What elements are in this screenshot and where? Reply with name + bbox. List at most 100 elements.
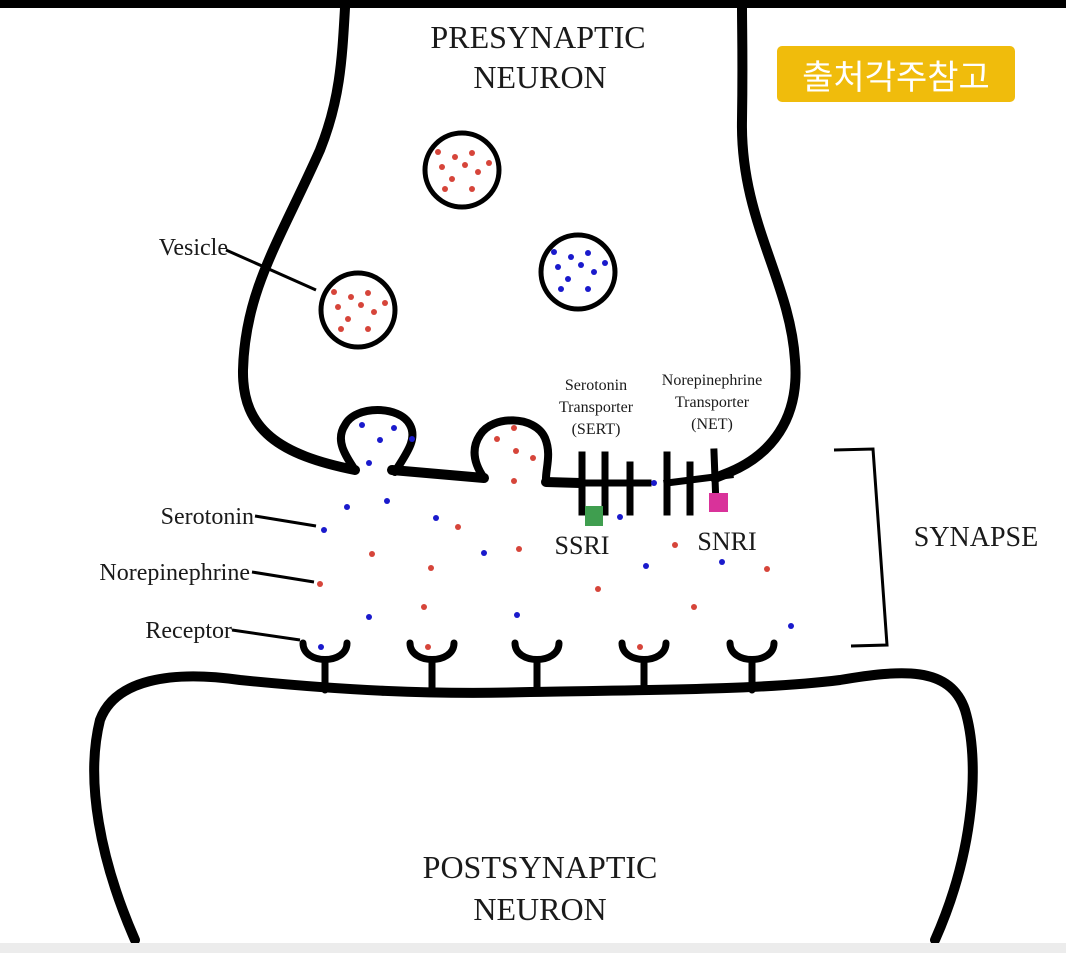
- norepinephrine-molecule: [428, 565, 434, 571]
- serotonin-molecule: [719, 559, 725, 565]
- norepinephrine-molecule: [530, 455, 536, 461]
- serotonin-molecule: [514, 612, 520, 618]
- receptor: [511, 639, 563, 694]
- norepinephrine-molecule: [345, 316, 351, 322]
- serotonin-molecule: [558, 286, 564, 292]
- norepinephrine-molecule: [449, 176, 455, 182]
- serotonin-molecule: [555, 264, 561, 270]
- vesicle-left: [318, 270, 398, 350]
- net-label-line3: (NET): [691, 416, 733, 433]
- fused-vesicle-serotonin: [336, 406, 417, 476]
- serotonin-molecule: [366, 460, 372, 466]
- norepinephrine-molecule: [452, 154, 458, 160]
- norepinephrine-molecule: [455, 524, 461, 530]
- receptor: [726, 639, 778, 694]
- norepinephrine-molecule: [462, 162, 468, 168]
- norepinephrine-molecule: [335, 304, 341, 310]
- receptor: [406, 639, 458, 694]
- norepinephrine-molecule: [764, 566, 770, 572]
- postsynaptic-title-line2: NEURON: [473, 891, 606, 927]
- norepinephrine-molecule: [513, 448, 519, 454]
- norepinephrine-molecule: [317, 581, 323, 587]
- serotonin-label: Serotonin: [161, 504, 254, 530]
- serotonin-molecule: [651, 480, 657, 486]
- sert-label-line3: (SERT): [572, 421, 621, 438]
- norepinephrine-molecule: [331, 289, 337, 295]
- snri-drug-marker: [709, 493, 728, 512]
- serotonin-molecule: [565, 276, 571, 282]
- serotonin-molecule: [585, 250, 591, 256]
- norepinephrine-molecule: [338, 326, 344, 332]
- source-footnote-text: 출처각주참고: [802, 57, 990, 98]
- norepinephrine-molecule: [371, 309, 377, 315]
- synapse-bracket: [833, 447, 889, 648]
- serotonin-molecule: [602, 260, 608, 266]
- vesicle-top: [422, 130, 502, 210]
- norepinephrine-molecule: [511, 425, 517, 431]
- norepinephrine-molecule: [516, 546, 522, 552]
- serotonin-molecule: [568, 254, 574, 260]
- fused-vesicle-norepinephrine: [470, 416, 553, 486]
- net-label-line1: Norepinephrine: [662, 372, 762, 389]
- serotonin-molecule: [585, 286, 591, 292]
- serotonin-molecule: [788, 623, 794, 629]
- ssri-drug-marker: [585, 506, 603, 526]
- receptor: [299, 639, 351, 694]
- serotonin-leader-line: [254, 514, 317, 528]
- norepinephrine-molecule: [348, 294, 354, 300]
- serotonin-molecule: [344, 504, 350, 510]
- norepinephrine-molecule: [511, 478, 517, 484]
- norepinephrine-molecule: [469, 150, 475, 156]
- serotonin-molecule: [321, 527, 327, 533]
- norepinephrine-molecule: [358, 302, 364, 308]
- serotonin-molecule: [433, 515, 439, 521]
- norepinephrine-molecule: [365, 290, 371, 296]
- vesicle-right: [538, 232, 618, 312]
- presynaptic-title: PRESYNAPTIC: [430, 19, 645, 55]
- serotonin-molecule: [578, 262, 584, 268]
- sert-transporter: [578, 451, 652, 516]
- receptor-leader-line: [231, 628, 301, 642]
- presynaptic-membrane: [237, 3, 801, 488]
- serotonin-molecule: [617, 514, 623, 520]
- bottom-border-bar: [0, 943, 1066, 953]
- ssri-label: SSRI: [555, 531, 610, 560]
- net-label-line2: Transporter: [675, 394, 750, 411]
- norepinephrine-molecule: [382, 300, 388, 306]
- serotonin-molecule: [481, 550, 487, 556]
- norepinephrine-molecule: [486, 160, 492, 166]
- serotonin-molecule: [359, 422, 365, 428]
- serotonin-molecule: [551, 249, 557, 255]
- receptor-label: Receptor: [145, 618, 232, 644]
- bound-norepinephrine-molecule: [637, 644, 643, 650]
- norepinephrine-label: Norepinephrine: [99, 560, 250, 586]
- postsynaptic-membrane: [89, 668, 978, 945]
- norepinephrine-molecule: [469, 186, 475, 192]
- sert-label-line2: Transporter: [559, 399, 634, 416]
- serotonin-molecule: [409, 436, 415, 442]
- norepinephrine-molecule: [442, 186, 448, 192]
- norepinephrine-leader-line: [251, 570, 315, 584]
- sert-label-line1: Serotonin: [565, 377, 627, 394]
- norepinephrine-molecule: [595, 586, 601, 592]
- synapse-label: SYNAPSE: [914, 522, 1038, 553]
- norepinephrine-molecule: [475, 169, 481, 175]
- serotonin-molecule: [643, 563, 649, 569]
- postsynaptic-title: POSTSYNAPTIC: [423, 849, 658, 885]
- serotonin-molecule: [384, 498, 390, 504]
- vesicle-label: Vesicle: [159, 235, 228, 261]
- serotonin-molecule: [391, 425, 397, 431]
- norepinephrine-molecule: [435, 149, 441, 155]
- norepinephrine-molecule: [691, 604, 697, 610]
- serotonin-molecule: [377, 437, 383, 443]
- bound-serotonin-molecule: [318, 644, 324, 650]
- presynaptic-title-line2: NEURON: [473, 59, 606, 95]
- norepinephrine-molecule: [369, 551, 375, 557]
- snri-label: SNRI: [697, 527, 756, 556]
- receptor: [618, 639, 670, 694]
- serotonin-molecule: [366, 614, 372, 620]
- bound-norepinephrine-molecule: [425, 644, 431, 650]
- top-border-bar: [0, 0, 1066, 8]
- source-footnote-badge: 출처각주참고: [777, 46, 1015, 102]
